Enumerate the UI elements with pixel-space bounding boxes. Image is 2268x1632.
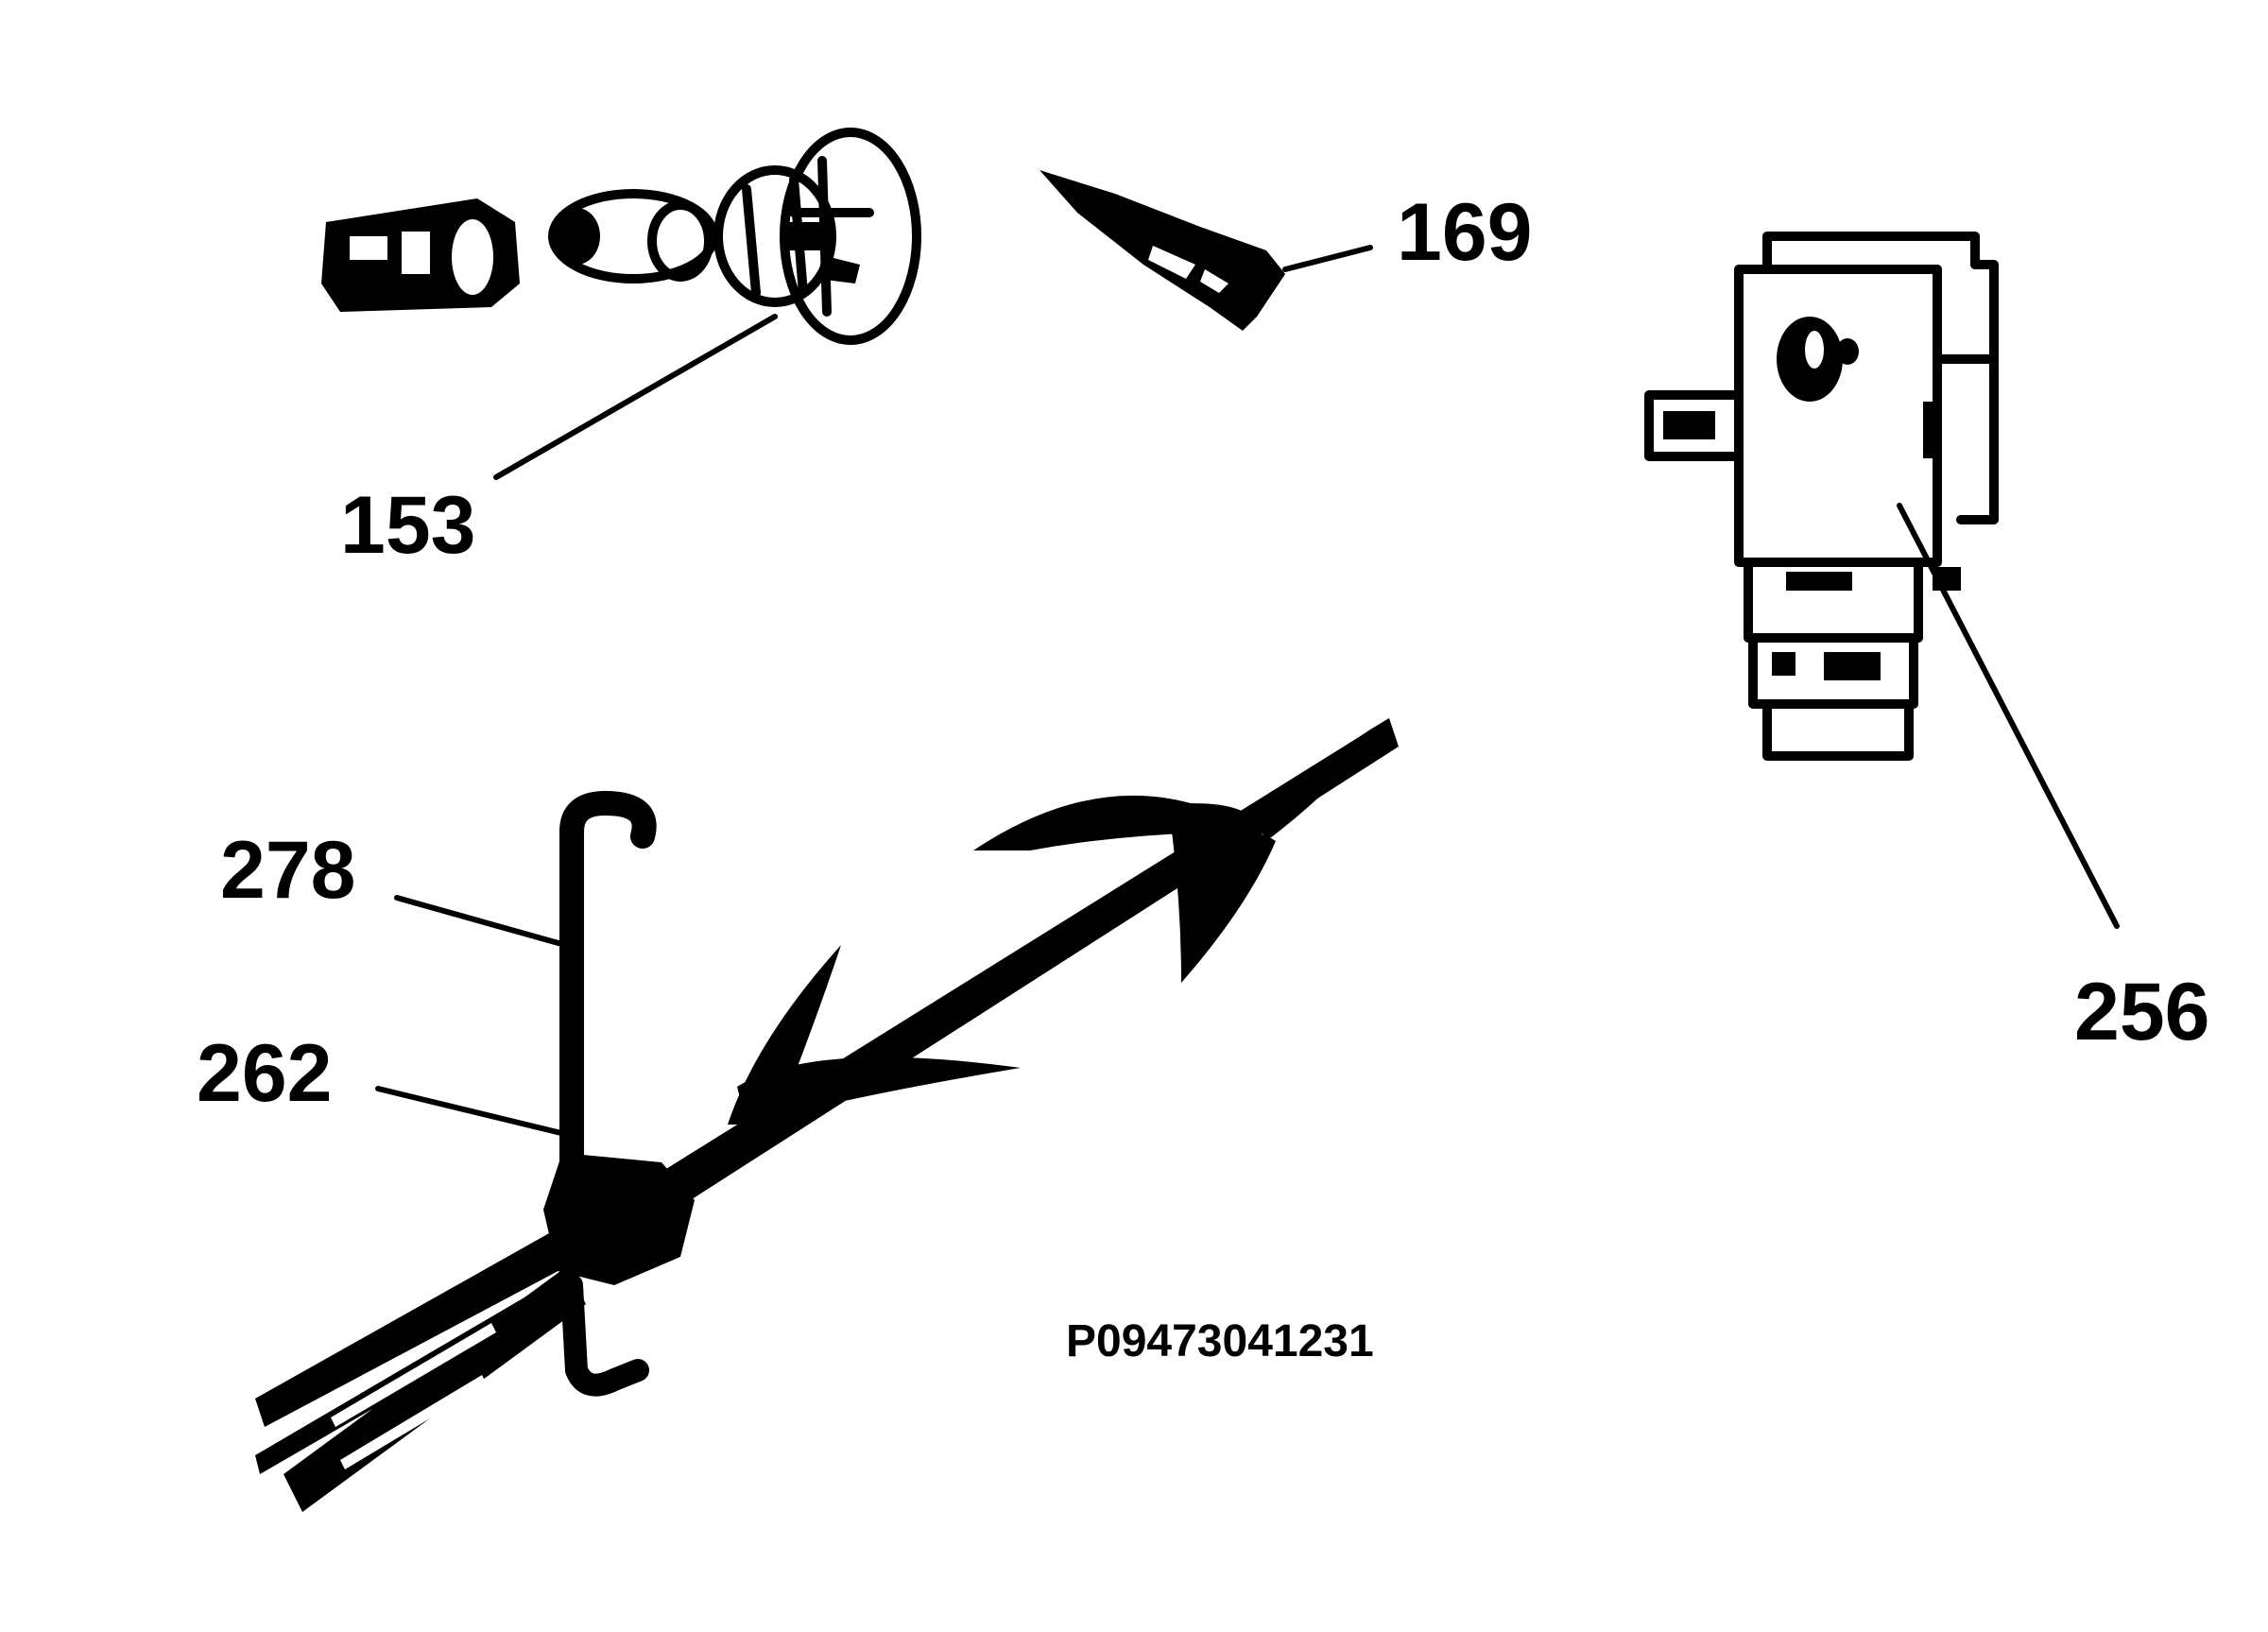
callout-262: 262	[197, 1028, 333, 1119]
leader-278	[394, 895, 568, 948]
part-169-sensor	[1040, 170, 1285, 331]
part-256-thermostat-unit	[1644, 232, 1999, 761]
part-153-lamp-holder	[321, 128, 921, 345]
leader-256	[1897, 503, 2120, 929]
callout-153: 153	[340, 480, 476, 571]
callout-278: 278	[220, 825, 356, 916]
callout-256: 256	[2074, 967, 2210, 1057]
leader-262	[375, 1086, 568, 1137]
part-278-bracket	[559, 791, 657, 1397]
part-262-lamp-cable	[255, 718, 1399, 1512]
drawing-reference-code: P09473041231	[1066, 1316, 1374, 1366]
callout-169: 169	[1397, 187, 1533, 278]
leader-153	[493, 314, 778, 480]
leader-169	[1282, 245, 1373, 272]
